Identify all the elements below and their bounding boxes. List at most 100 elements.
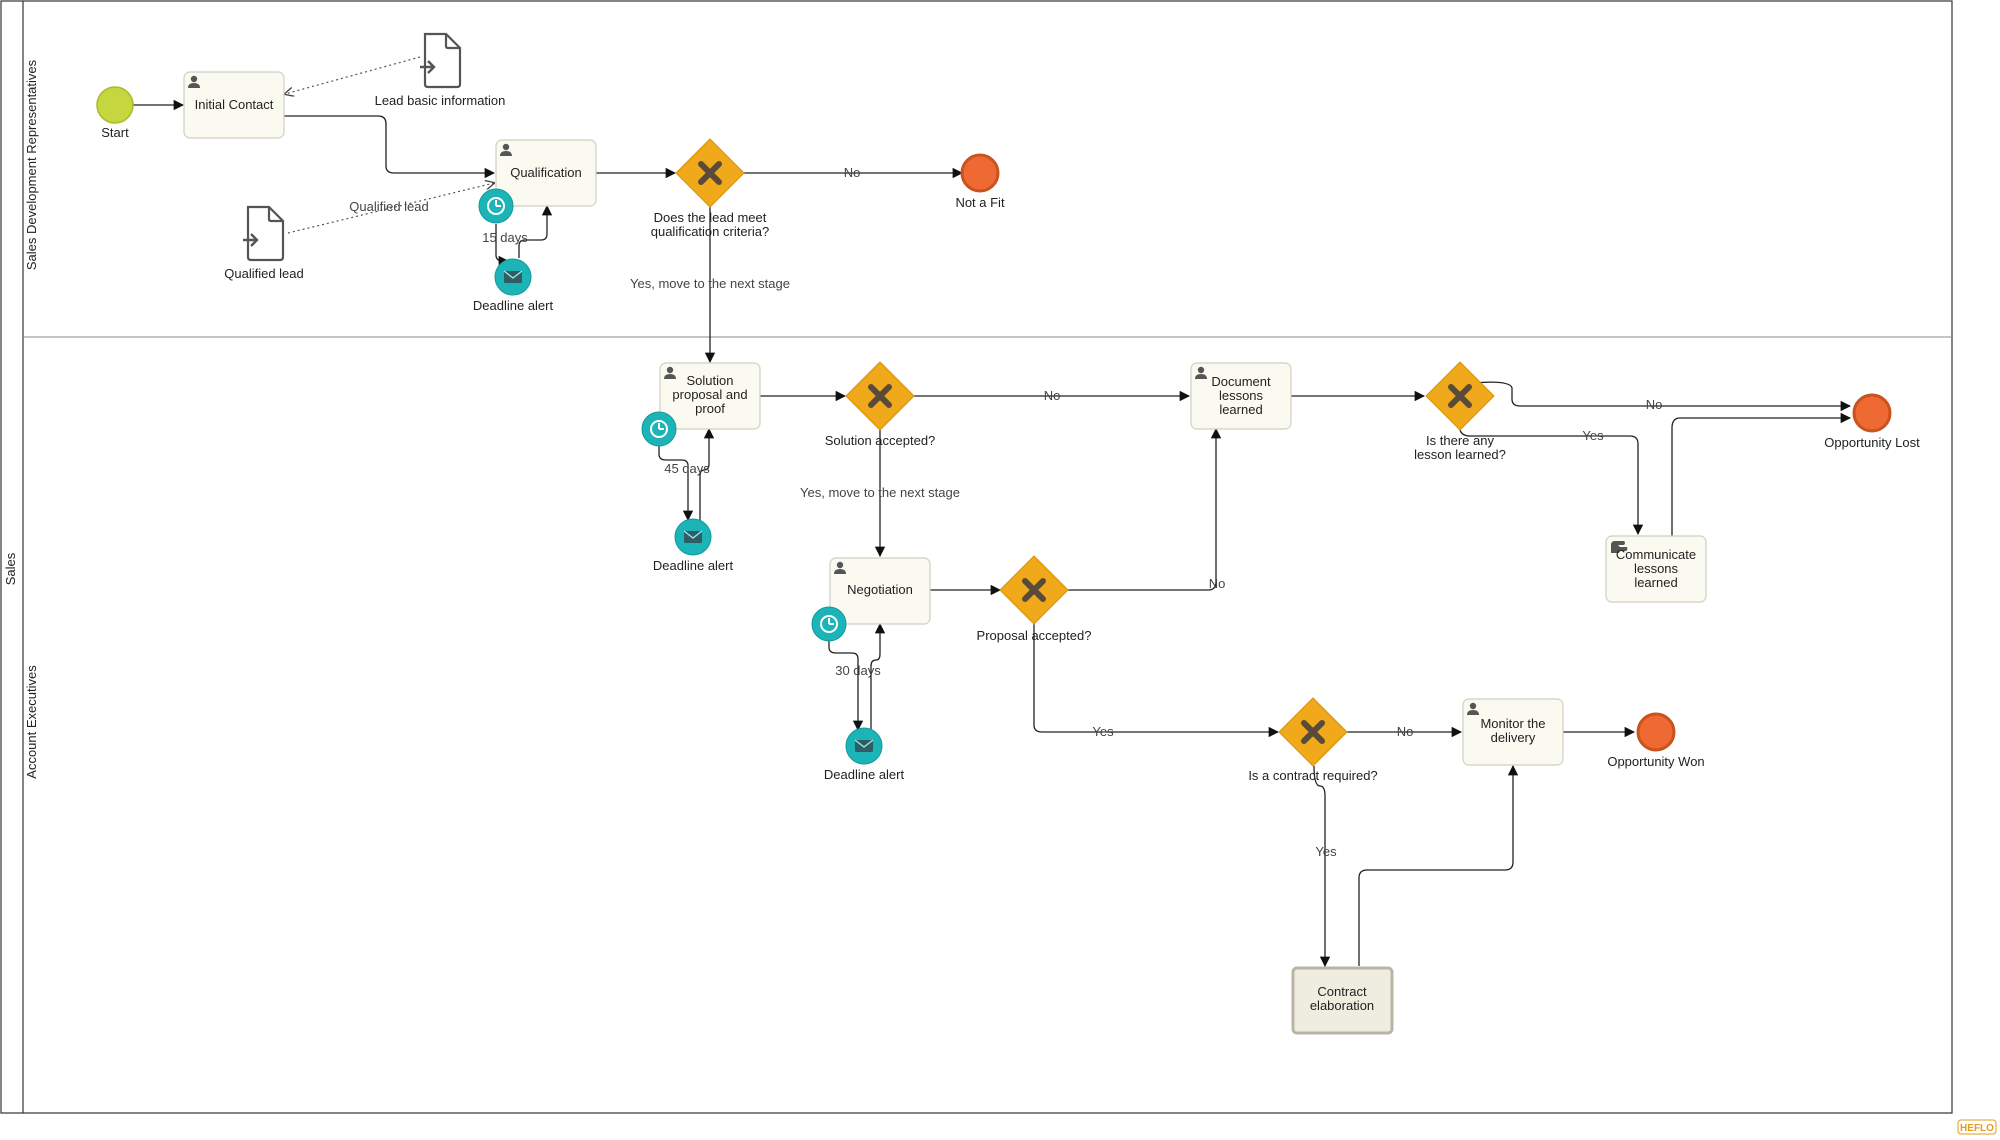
task-label-line-1: Monitor the: [1480, 716, 1545, 731]
gateway-contract-required[interactable]: Is a contract required?: [1248, 697, 1378, 783]
flow-proposal-no[interactable]: [1068, 427, 1222, 591]
gateway-label: Proposal accepted?: [977, 628, 1092, 643]
task-contract-elaboration[interactable]: Contract elaboration: [1291, 966, 1394, 1035]
flow-lesson-yes[interactable]: [1459, 429, 1644, 536]
flow-timer30-alert[interactable]: [828, 640, 864, 732]
flow-contract-yes[interactable]: [1313, 765, 1331, 968]
label-45-days: 45 days: [664, 461, 710, 476]
start-event[interactable]: Start: [96, 86, 134, 140]
task-label-line-2: lessons: [1219, 388, 1264, 403]
label-no-notfit: No: [844, 165, 861, 180]
alert-label: Deadline alert: [824, 767, 905, 782]
deadline-alert-event[interactable]: Deadline alert: [473, 258, 554, 313]
end-event-label: Not a Fit: [955, 195, 1005, 210]
flow-communicate-lost[interactable]: [1671, 412, 1852, 536]
task-initial-contact[interactable]: Initial Contact: [183, 71, 285, 139]
label-yes-contract: Yes: [1315, 844, 1337, 859]
pool: Sales Sales Development Representatives …: [0, 0, 1953, 1114]
alert-label: Deadline alert: [473, 298, 554, 313]
task-communicate-lessons[interactable]: Communicate lessons learned: [1605, 535, 1707, 603]
assoc-lead-basic[interactable]: [285, 56, 421, 94]
data-object-lead-basic[interactable]: Lead basic information: [375, 32, 506, 108]
flow-initial-qualification[interactable]: [284, 115, 496, 179]
task-document-lessons[interactable]: Document lessons learned: [1190, 362, 1292, 430]
task-label-line-1: Communicate: [1616, 547, 1696, 562]
gateway-label-line-1: Is there any: [1426, 433, 1494, 448]
end-event-label: Opportunity Won: [1607, 754, 1704, 769]
flow-timer45-alert[interactable]: [658, 446, 694, 522]
task-solution-proposal[interactable]: Solution proposal and proof: [659, 362, 761, 430]
task-label-line-2: lessons: [1634, 561, 1679, 576]
lane-title-sdr: Sales Development Representatives: [24, 59, 39, 270]
gateway-solution-accepted[interactable]: Solution accepted?: [825, 361, 936, 448]
label-no-solution: No: [1044, 388, 1061, 403]
flow-elaboration-monitor[interactable]: [1358, 764, 1519, 966]
flow-lesson-no[interactable]: [1473, 381, 1852, 412]
clock-icon: [487, 197, 505, 215]
flow-alert15-qualification[interactable]: [518, 204, 553, 258]
deadline-alert-event[interactable]: Deadline alert: [824, 727, 905, 782]
task-label: Initial Contact: [195, 97, 274, 112]
user-task-icon: [1195, 366, 1207, 379]
gateway-lesson-learned[interactable]: Is there any lesson learned?: [1414, 361, 1506, 462]
gateway-label: Solution accepted?: [825, 433, 936, 448]
flow-alert30-negotiation[interactable]: [870, 622, 886, 733]
gateway-label: Is a contract required?: [1248, 768, 1377, 783]
timer-boundary-event[interactable]: [478, 188, 514, 224]
pool-border: [0, 0, 1953, 1114]
task-label: Negotiation: [847, 582, 913, 597]
timer-boundary-event[interactable]: [811, 606, 847, 642]
clock-icon: [650, 420, 668, 438]
data-object-qualified-lead[interactable]: Qualified lead: [224, 205, 304, 281]
user-task-icon: [664, 366, 676, 379]
flow-alert45-solution[interactable]: [699, 427, 715, 522]
label-30-days: 30 days: [835, 663, 881, 678]
task-label-line-2: elaboration: [1310, 998, 1374, 1013]
task-label-line-1: Solution: [687, 373, 734, 388]
task-monitor-delivery[interactable]: Monitor the delivery: [1462, 698, 1564, 766]
label-yes-next-2: Yes, move to the next stage: [800, 485, 960, 500]
assoc-label-qualified-lead: Qualified lead: [349, 199, 429, 214]
flow-timer15-alert[interactable]: [495, 224, 510, 267]
associations: [285, 56, 494, 234]
task-label-line-1: Document: [1211, 374, 1271, 389]
flow-labels: Qualified lead No Yes, move to the next …: [349, 165, 1662, 859]
flow-proposal-yes[interactable]: [1033, 624, 1280, 738]
label-no-lesson: No: [1646, 397, 1663, 412]
task-qualification[interactable]: Qualification: [495, 139, 597, 207]
deadline-alert-event[interactable]: Deadline alert: [653, 518, 734, 573]
label-yes-next-1: Yes, move to the next stage: [630, 276, 790, 291]
lane-title-ae: Account Executives: [24, 665, 39, 779]
manual-task-icon: [1611, 541, 1628, 553]
user-task-icon: [1467, 702, 1479, 715]
start-event-label: Start: [101, 125, 129, 140]
gateway-qualification-criteria[interactable]: Does the lead meet qualification criteri…: [651, 138, 770, 239]
data-object-label: Lead basic information: [375, 93, 506, 108]
task-label-line-3: learned: [1219, 402, 1262, 417]
label-15-days: 15 days: [482, 230, 528, 245]
data-object-label: Qualified lead: [224, 266, 304, 281]
user-task-icon: [834, 561, 846, 574]
task-label-line-2: proposal and: [672, 387, 747, 402]
assoc-qualified-lead[interactable]: [287, 183, 494, 234]
user-task-icon: [500, 143, 512, 156]
label-no-contract: No: [1397, 724, 1414, 739]
task-label-line-2: delivery: [1491, 730, 1536, 745]
user-task-icon: [188, 75, 200, 88]
label-yes-lesson: Yes: [1582, 428, 1604, 443]
label-yes-proposal: Yes: [1092, 724, 1114, 739]
alert-label: Deadline alert: [653, 558, 734, 573]
timer-boundary-event[interactable]: [641, 411, 677, 447]
end-event-opportunity-won[interactable]: Opportunity Won: [1607, 712, 1705, 769]
end-event-not-fit[interactable]: Not a Fit: [955, 153, 1005, 210]
heflo-logo: HEFLO: [1957, 1119, 1997, 1135]
gateway-label-line-2: lesson learned?: [1414, 447, 1506, 462]
gateway-label-line-2: qualification criteria?: [651, 224, 770, 239]
task-label-line-3: learned: [1634, 575, 1677, 590]
task-label-line-3: proof: [695, 401, 725, 416]
task-negotiation[interactable]: Negotiation: [829, 557, 931, 625]
task-label: Qualification: [510, 165, 582, 180]
gateway-proposal-accepted[interactable]: Proposal accepted?: [977, 555, 1092, 643]
end-event-opportunity-lost[interactable]: Opportunity Lost: [1824, 393, 1920, 450]
